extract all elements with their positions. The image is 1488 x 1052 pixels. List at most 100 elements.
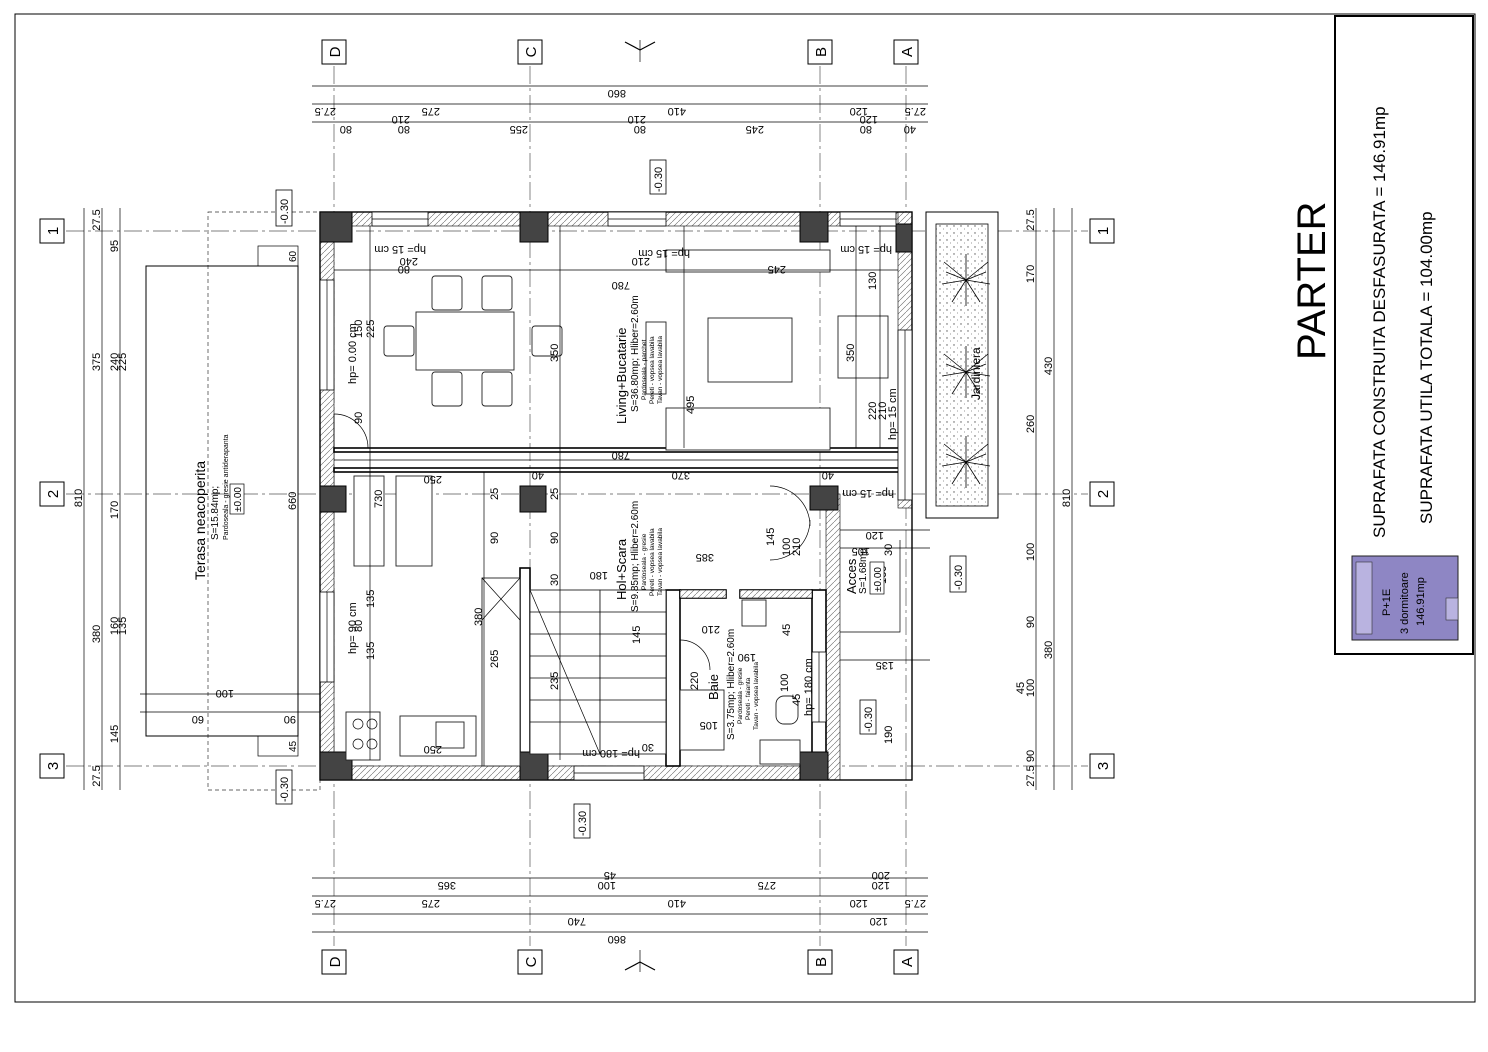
svg-text:180: 180 xyxy=(590,569,608,581)
dimensions-interior: 780 780 350 350 495 380 265 235 250 250 … xyxy=(334,226,898,766)
svg-text:45: 45 xyxy=(604,869,616,881)
svg-text:190: 190 xyxy=(738,651,756,663)
staircase xyxy=(481,577,667,767)
svg-text:±0.00: ±0.00 xyxy=(233,487,244,512)
svg-text:275: 275 xyxy=(758,879,776,891)
svg-text:220: 220 xyxy=(689,672,701,690)
house-type-badge: P+1E 3 dormitoare 146.91mp xyxy=(1351,555,1459,641)
svg-text:hp= 15 cm: hp= 15 cm xyxy=(887,388,899,440)
svg-text:190: 190 xyxy=(883,726,895,744)
svg-text:90: 90 xyxy=(489,532,501,544)
svg-text:100: 100 xyxy=(1025,679,1037,697)
svg-text:27.5: 27.5 xyxy=(315,105,336,117)
svg-text:860: 860 xyxy=(608,933,626,945)
svg-text:210: 210 xyxy=(632,255,650,267)
svg-text:27.5: 27.5 xyxy=(905,897,926,909)
svg-text:90: 90 xyxy=(549,532,561,544)
svg-text:90: 90 xyxy=(1025,750,1037,762)
svg-text:100: 100 xyxy=(1025,543,1037,561)
svg-text:80: 80 xyxy=(860,123,872,135)
svg-text:255: 255 xyxy=(510,123,528,135)
svg-text:225: 225 xyxy=(365,320,377,338)
svg-text:-0.30: -0.30 xyxy=(279,199,291,224)
bathroom-fixtures xyxy=(679,599,801,765)
svg-text:780: 780 xyxy=(612,449,630,461)
svg-text:60: 60 xyxy=(288,250,299,262)
svg-text:80: 80 xyxy=(634,123,646,135)
svg-text:135: 135 xyxy=(117,617,129,635)
svg-text:135: 135 xyxy=(365,590,377,608)
svg-text:120: 120 xyxy=(860,113,878,125)
svg-text:40: 40 xyxy=(822,469,834,481)
level-markers: -0.30 -0.30 -0.30 -0.30 -0.30 -0.30 xyxy=(275,159,967,839)
svg-text:Terasa neacoperita: Terasa neacoperita xyxy=(192,461,208,580)
svg-text:150: 150 xyxy=(353,320,365,338)
svg-text:25: 25 xyxy=(549,488,561,500)
baie-label: Baie xyxy=(706,674,721,700)
svg-text:120: 120 xyxy=(866,529,884,541)
svg-text:105: 105 xyxy=(852,545,870,557)
svg-text:3: 3 xyxy=(1095,762,1112,770)
svg-text:245: 245 xyxy=(746,123,764,135)
svg-text:100: 100 xyxy=(598,879,616,891)
svg-text:200: 200 xyxy=(872,869,890,881)
svg-text:170: 170 xyxy=(1025,265,1037,283)
svg-text:45: 45 xyxy=(791,694,803,706)
svg-text:hp= 15 cm: hp= 15 cm xyxy=(638,247,690,259)
svg-text:120: 120 xyxy=(870,915,888,927)
svg-text:430: 430 xyxy=(1043,357,1055,375)
svg-text:Jardiniera: Jardiniera xyxy=(969,347,983,400)
svg-text:27.5: 27.5 xyxy=(1025,765,1037,786)
svg-text:3: 3 xyxy=(45,762,62,770)
plant-icon xyxy=(941,254,991,488)
svg-text:240: 240 xyxy=(109,353,121,371)
svg-text:235: 235 xyxy=(549,672,561,690)
dimensions-left: 810 27.5 95 375 240 225 170 380 160 135 … xyxy=(73,208,129,790)
svg-text:120: 120 xyxy=(872,879,890,891)
svg-text:210: 210 xyxy=(791,538,803,556)
svg-text:P+1E: P+1E xyxy=(1381,589,1393,616)
svg-text:hp= 180 cm: hp= 180 cm xyxy=(803,658,815,716)
terrace-area: Terasa neacoperita S=15.84mp; Pardoseala… xyxy=(140,211,330,791)
svg-text:-0.30: -0.30 xyxy=(279,777,291,802)
svg-text:730: 730 xyxy=(373,490,385,508)
svg-text:D: D xyxy=(327,46,344,57)
svg-text:740: 740 xyxy=(568,915,586,927)
svg-text:80: 80 xyxy=(398,263,410,275)
svg-text:C: C xyxy=(523,956,540,967)
svg-text:Pardoseala - gresie: Pardoseala - gresie xyxy=(737,667,744,724)
svg-text:hp= 15 cm: hp= 15 cm xyxy=(842,487,894,499)
dimensions-bottom: 365 100 45 275 120 200 27.5 275 410 120 … xyxy=(312,869,928,945)
svg-text:365: 365 xyxy=(438,879,456,891)
axis-markers-top: D C B A xyxy=(321,39,919,65)
furniture-dining xyxy=(345,475,477,761)
svg-text:220: 220 xyxy=(867,402,879,420)
svg-text:385: 385 xyxy=(696,551,714,563)
dimensions-top: 860 27.5 275 410 120 27.5 80 80 255 80 2… xyxy=(312,85,928,135)
svg-text:780: 780 xyxy=(612,279,630,291)
svg-text:-0.30: -0.30 xyxy=(953,565,965,590)
svg-text:25: 25 xyxy=(489,488,501,500)
svg-text:135: 135 xyxy=(365,642,377,660)
svg-text:hp= 15 cm: hp= 15 cm xyxy=(840,243,892,255)
svg-text:45: 45 xyxy=(288,740,299,752)
axis-markers-bottom: D C B A xyxy=(321,949,919,975)
svg-text:Pereti - vopsea lavabila: Pereti - vopsea lavabila xyxy=(649,528,656,596)
sill-heights: hp= 15 cm hp= 15 cm hp= 15 cm hp= 0.00 c… xyxy=(347,243,899,759)
svg-text:410: 410 xyxy=(668,897,686,909)
room-labels: Living+Bucatarie S=36.80mp; Hliber=2.60m… xyxy=(614,295,885,740)
svg-text:S=1.68mp: S=1.68mp xyxy=(858,548,869,594)
svg-text:27.5: 27.5 xyxy=(905,105,926,117)
north-arrow-icon xyxy=(624,40,656,972)
svg-text:80: 80 xyxy=(398,123,410,135)
svg-text:S=15.84mp;: S=15.84mp; xyxy=(210,486,221,540)
svg-text:hp= 15 cm: hp= 15 cm xyxy=(374,243,426,255)
svg-text:495: 495 xyxy=(685,396,697,414)
svg-text:275: 275 xyxy=(422,105,440,117)
svg-text:30: 30 xyxy=(642,741,654,753)
svg-text:210: 210 xyxy=(392,113,410,125)
svg-text:2: 2 xyxy=(1095,490,1112,498)
svg-text:hp= 180 cm: hp= 180 cm xyxy=(582,747,640,759)
svg-text:146.91mp: 146.91mp xyxy=(1415,577,1427,626)
svg-text:hp= 0.00 cm: hp= 0.00 cm xyxy=(347,323,359,384)
